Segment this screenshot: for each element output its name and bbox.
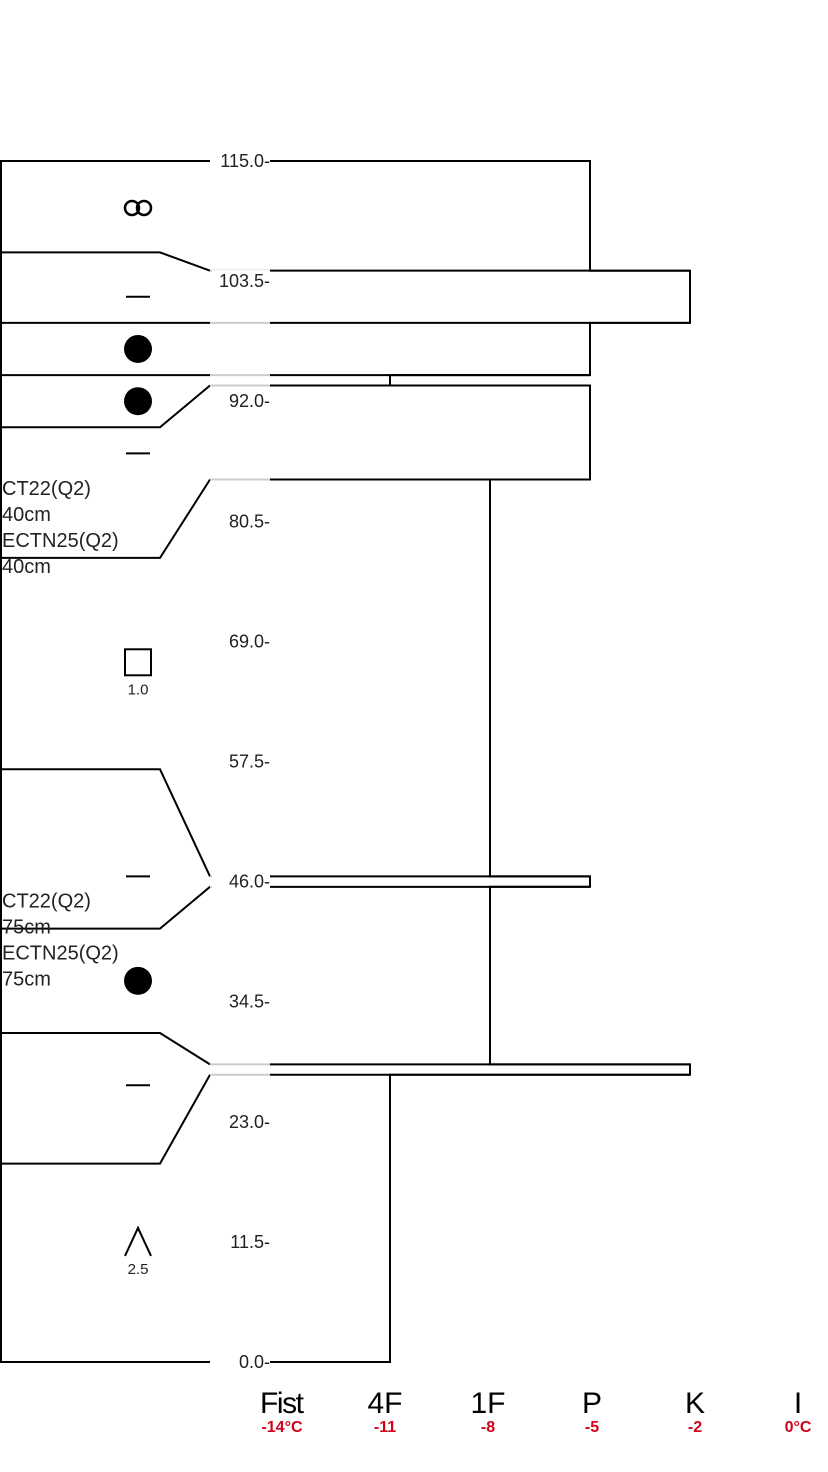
depth-tick-bg xyxy=(212,630,270,653)
hardness-outline xyxy=(270,160,691,1363)
stability-test-label: CT22(Q2) xyxy=(2,891,91,913)
layer-boundary-line xyxy=(0,886,211,930)
depth-tick-label: 69.0- xyxy=(229,631,270,651)
depth-tick-bg xyxy=(212,270,270,293)
stability-test-label: ECTN25(Q2) xyxy=(2,943,119,965)
rounded-grains-icon xyxy=(124,387,152,416)
hardness-label: P xyxy=(582,1387,602,1420)
grain-size-label: 2.5 xyxy=(128,1261,149,1278)
temperature-label: -5 xyxy=(585,1419,599,1436)
rounded-grains-icon xyxy=(124,334,152,363)
depth-tick-label: 0.0- xyxy=(239,1352,270,1372)
layer-boundary-line xyxy=(0,478,211,559)
depth-tick-label: 80.5- xyxy=(229,511,270,531)
rounded-grains-icon xyxy=(124,966,152,995)
stability-test-label: CT22(Q2) xyxy=(2,478,91,500)
layer-boundary-line xyxy=(0,251,211,272)
temperature-label: 0°C xyxy=(785,1419,812,1436)
depth-tick-bg xyxy=(212,390,270,413)
layer-boundary-line xyxy=(0,1074,211,1165)
stability-test-label: ECTN25(Q2) xyxy=(2,530,119,552)
depth-tick-label: 46.0- xyxy=(229,872,270,892)
melt-forms-cluster-icon xyxy=(123,199,141,217)
layer-boundary-line xyxy=(0,1032,211,1066)
depth-tick-bg xyxy=(212,510,270,533)
stability-test-label: 40cm xyxy=(2,556,51,578)
depth-tick-label: 11.5- xyxy=(230,1232,270,1252)
depth-tick-bg xyxy=(212,750,270,773)
depth-tick-label: 57.5- xyxy=(229,752,270,772)
stability-test-label: 40cm xyxy=(2,504,51,526)
hardness-label: 4F xyxy=(367,1387,402,1420)
depth-tick-bg xyxy=(212,150,270,172)
temperature-label: -11 xyxy=(374,1419,396,1436)
hardness-label: K xyxy=(685,1387,705,1420)
hardness-label: 1F xyxy=(470,1387,505,1420)
depth-tick-bg xyxy=(212,990,270,1013)
temperature-label: -14°C xyxy=(261,1419,303,1436)
depth-hoar-icon xyxy=(124,1225,152,1257)
depth-tick-bg xyxy=(212,1110,270,1133)
hardness-profile xyxy=(270,160,691,1363)
stability-test-label: 75cm xyxy=(2,917,51,939)
depth-tick-label: 103.5- xyxy=(219,271,270,291)
temperature-label: -8 xyxy=(481,1419,495,1436)
hardness-label: Fist xyxy=(260,1387,305,1420)
melt-forms-cluster-icon xyxy=(135,199,153,217)
depth-tick-label: 23.0- xyxy=(229,1112,270,1132)
depth-tick-bg xyxy=(212,1351,270,1373)
depth-tick-bg xyxy=(212,1230,270,1253)
depth-tick-label: 92.0- xyxy=(229,391,270,411)
hardness-axis: Fist-14°C 4F-11 1F-8 P-5 K-2 I0°C xyxy=(260,1387,812,1436)
stability-test-column: CT22(Q2)40cmECTN25(Q2)40cmCT22(Q2)75cmEC… xyxy=(2,478,119,991)
layer-boundary-line xyxy=(0,768,211,877)
layer-boundary-line xyxy=(0,384,211,429)
depth-tick-label: 34.5- xyxy=(229,992,270,1012)
depth-tick-bg xyxy=(212,870,270,893)
faceted-crystals-icon xyxy=(124,648,152,677)
depth-tick-label: 115.0- xyxy=(220,151,270,171)
depth-axis: 115.0- 103.5- 92.0- 80.5- 69.0- 57.5- 46.0- 34.… xyxy=(212,150,270,1373)
stability-test-label: 75cm xyxy=(2,969,51,991)
hardness-label: I xyxy=(794,1387,802,1420)
grain-form-column: 1.0 2.5 xyxy=(123,199,153,1278)
grain-size-label: 1.0 xyxy=(128,681,149,698)
temperature-label: -2 xyxy=(688,1419,702,1436)
